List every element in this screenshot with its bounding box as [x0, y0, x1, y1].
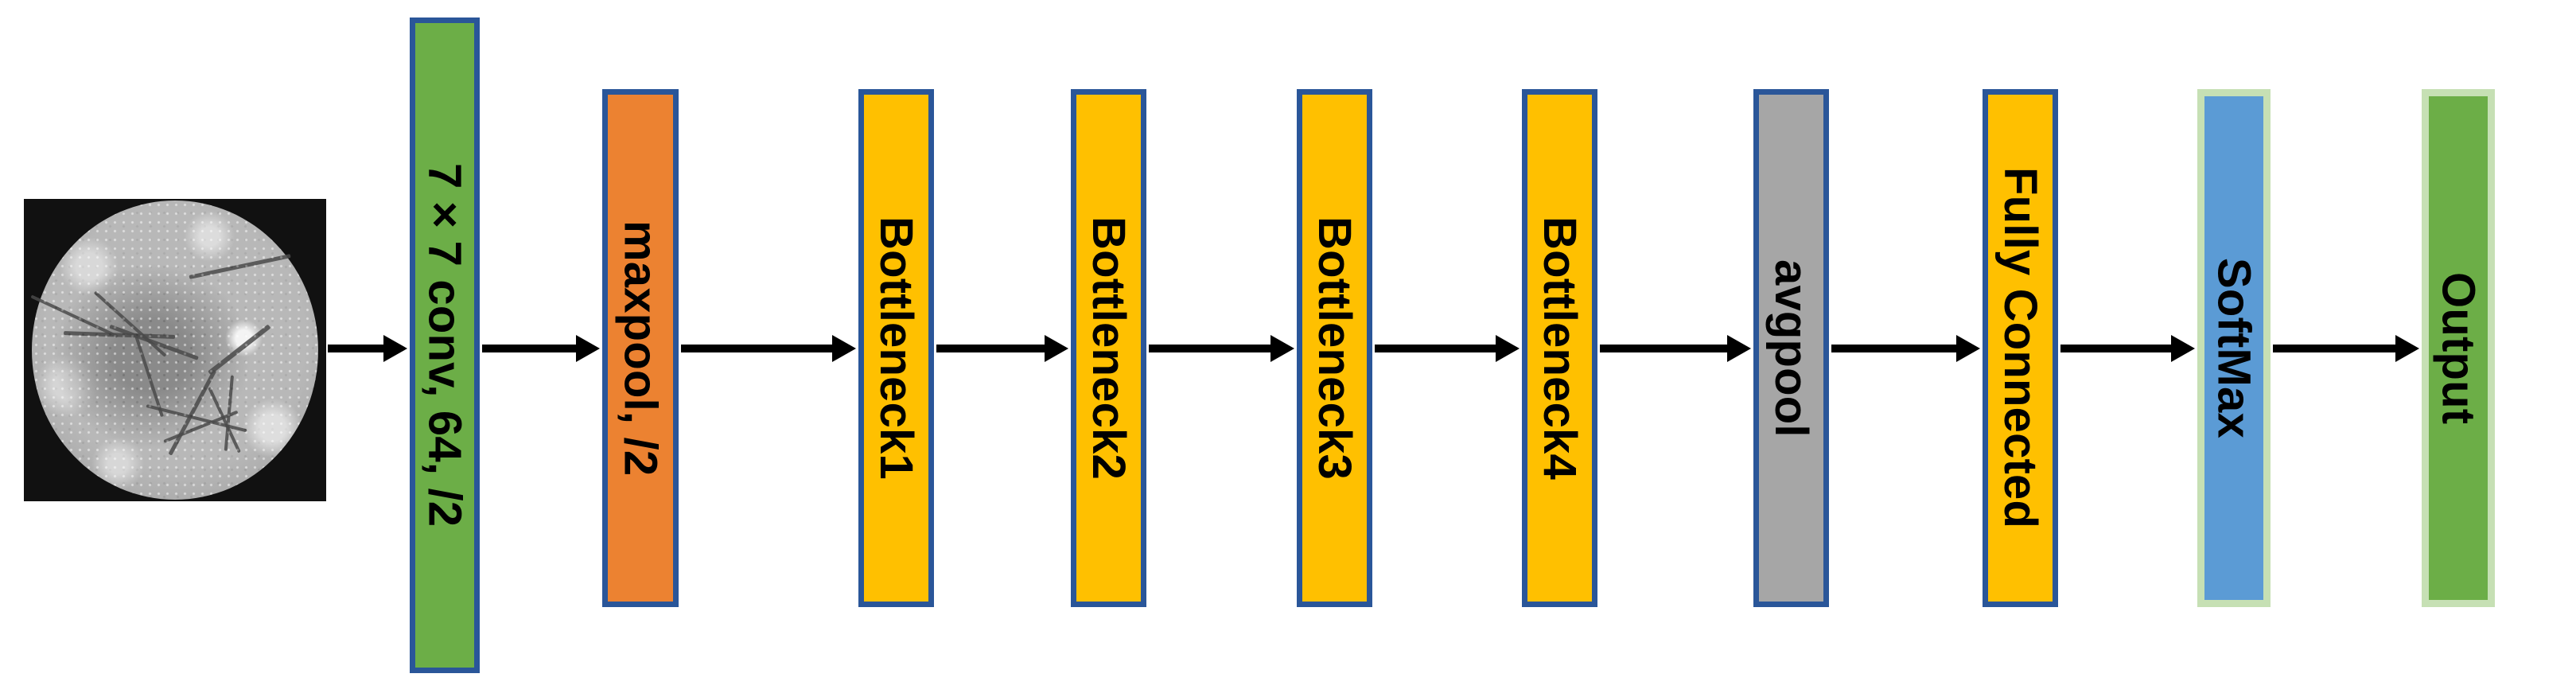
layer-block-conv7x7[interactable]: 7×7 conv, 64, /2 [410, 18, 480, 673]
arrow-head-icon [1270, 335, 1294, 362]
arrow-shaft [936, 345, 1046, 352]
layer-block-label: Fully Connected [1994, 167, 2046, 529]
arrow-head-icon [576, 335, 600, 362]
arrow-head-icon [383, 335, 407, 362]
arrow-head-icon [832, 335, 856, 362]
arrow-shaft [2273, 345, 2397, 352]
arrow-head-icon [1496, 335, 1520, 362]
arrow-shaft [328, 345, 385, 352]
layer-block-maxpool[interactable]: maxpool, /2 [602, 89, 679, 607]
layer-block-softmax[interactable]: SoftMax [2197, 89, 2271, 607]
arrow-head-icon [1045, 335, 1068, 362]
arrow-shaft [1831, 345, 1958, 352]
layer-block-label: 7×7 conv, 64, /2 [418, 163, 471, 528]
arrow-head-icon [2171, 335, 2195, 362]
layer-block-bottleneck1[interactable]: Bottleneck1 [858, 89, 934, 607]
arrow-head-icon [2395, 335, 2419, 362]
arrow-shaft [1600, 345, 1729, 352]
arrow-shaft [482, 345, 578, 352]
retina-texture [32, 201, 318, 500]
layer-block-bottleneck4[interactable]: Bottleneck4 [1522, 89, 1597, 607]
layer-block-bottleneck3[interactable]: Bottleneck3 [1297, 89, 1372, 607]
layer-block-label: Bottleneck3 [1309, 216, 1360, 480]
arrow-shaft [1375, 345, 1497, 352]
layer-block-output[interactable]: Output [2422, 89, 2495, 607]
arrow-shaft [1149, 345, 1272, 352]
layer-block-label: Bottleneck2 [1083, 216, 1134, 480]
fundus-disc [30, 201, 318, 500]
layer-block-label: Output [2432, 271, 2485, 425]
layer-block-label: Bottleneck4 [1534, 216, 1586, 480]
arrow-shaft [2060, 345, 2173, 352]
layer-block-fully-connected[interactable]: Fully Connected [1983, 89, 2058, 607]
arrow-shaft [681, 345, 834, 352]
arrow-head-icon [1956, 335, 1980, 362]
layer-block-avgpool[interactable]: avgpool [1753, 89, 1829, 607]
layer-block-label: Bottleneck1 [870, 216, 922, 480]
retinal-fundus-input-image [24, 199, 326, 501]
layer-block-bottleneck2[interactable]: Bottleneck2 [1071, 89, 1146, 607]
layer-block-label: maxpool, /2 [614, 220, 667, 477]
layer-block-label: avgpool [1765, 259, 1817, 438]
arrow-head-icon [1727, 335, 1751, 362]
layer-block-label: SoftMax [2208, 258, 2260, 438]
